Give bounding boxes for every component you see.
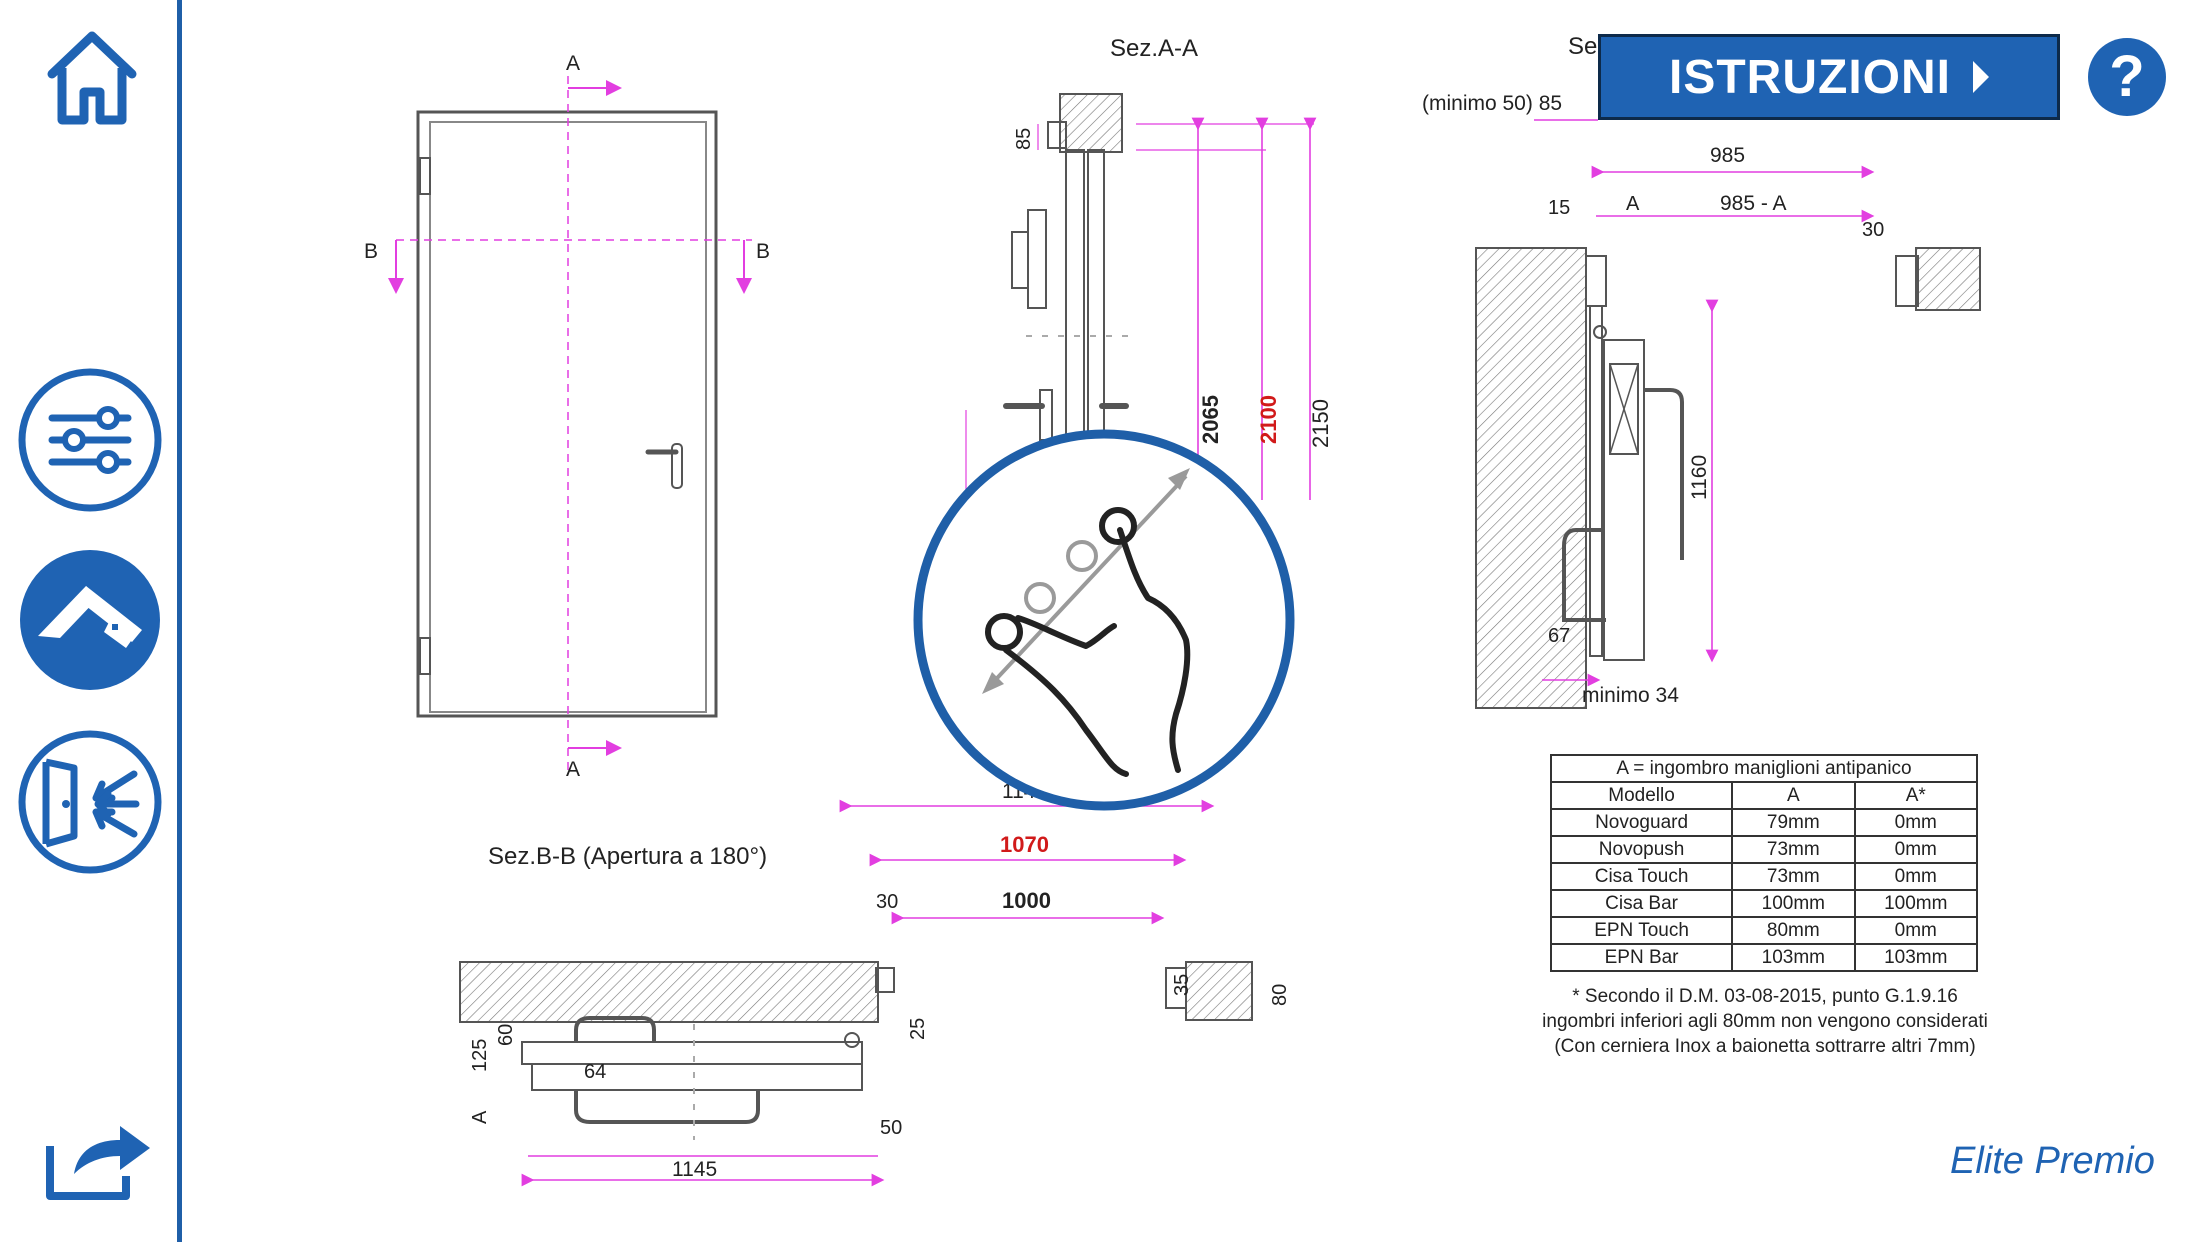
sec-bb-35: 35 bbox=[1171, 974, 1193, 996]
front-view: A A B B bbox=[364, 52, 770, 781]
share-icon[interactable] bbox=[44, 1116, 156, 1202]
table-header: A bbox=[1731, 781, 1856, 810]
front-b-left: B bbox=[364, 240, 378, 263]
pinch-zoom-icon[interactable] bbox=[913, 429, 1295, 811]
sec-top-67: 67 bbox=[1548, 625, 1570, 647]
sec-top-a: A bbox=[1626, 193, 1640, 215]
table-cell: 0mm bbox=[1853, 835, 1979, 864]
table-row: Novoguard 79mm 0mm bbox=[1549, 808, 1979, 837]
table-row: EPN Touch 80mm 0mm bbox=[1549, 916, 1979, 945]
sec-top-985: 985 bbox=[1710, 144, 1745, 167]
section-bb: Sez.B-B (Apertura a 180°) 1145 1070 1000… bbox=[459, 780, 1291, 1187]
table-cell: EPN Touch bbox=[1549, 916, 1734, 945]
sec-top-minimo50: (minimo 50) 85 bbox=[1422, 92, 1562, 115]
sec-bb-64: 64 bbox=[584, 1061, 606, 1083]
table-cell: Novoguard bbox=[1549, 808, 1734, 837]
sec-aa-2150: 2150 bbox=[1308, 399, 1333, 448]
table-cell: 100mm bbox=[1853, 889, 1979, 918]
footnote: * Secondo il D.M. 03-08-2015, punto G.1.… bbox=[1500, 984, 2030, 1059]
footnote-line: * Secondo il D.M. 03-08-2015, punto G.1.… bbox=[1572, 986, 1958, 1007]
antipanic-table: A = ingombro maniglioni antipanico Model… bbox=[1549, 754, 1979, 972]
table-cell: 0mm bbox=[1853, 808, 1979, 837]
footnote-line: (Con cerniera Inox a baionetta sottrarre… bbox=[1554, 1036, 1976, 1057]
sec-top-30: 30 bbox=[1862, 219, 1884, 241]
front-b-right: B bbox=[756, 240, 770, 263]
sec-bb-a: A bbox=[469, 1110, 491, 1124]
sec-top-15: 15 bbox=[1548, 197, 1570, 219]
table-header: A* bbox=[1853, 781, 1979, 810]
sec-aa-2065: 2065 bbox=[1198, 395, 1223, 444]
sec-aa-2100: 2100 bbox=[1256, 395, 1281, 444]
table-cell: Cisa Bar bbox=[1549, 889, 1734, 918]
front-a-bottom: A bbox=[566, 758, 580, 781]
sliders-icon[interactable] bbox=[16, 366, 164, 514]
sec-aa-title: Sez.A-A bbox=[1110, 35, 1198, 62]
table-header: Modello bbox=[1549, 781, 1734, 810]
table-row: EPN Bar 103mm 103mm bbox=[1549, 943, 1979, 972]
sec-bb-30: 30 bbox=[876, 891, 898, 913]
sec-bb-25: 25 bbox=[907, 1018, 929, 1040]
table-cell: Cisa Touch bbox=[1549, 862, 1734, 891]
section-aa: Sez.A-A 85 2065 2100 2150 bbox=[965, 35, 1333, 631]
table-row: Cisa Touch 73mm 0mm bbox=[1549, 862, 1979, 891]
sec-bb-title: Sez.B-B (Apertura a 180°) bbox=[488, 843, 767, 870]
measure-icon[interactable] bbox=[16, 546, 164, 694]
help-button[interactable]: ? bbox=[2088, 38, 2166, 116]
table-cell: 73mm bbox=[1731, 862, 1856, 891]
table-cell: 80mm bbox=[1731, 916, 1856, 945]
table-cell: 103mm bbox=[1731, 943, 1856, 972]
table-row: Novopush 73mm 0mm bbox=[1549, 835, 1979, 864]
table-cell: Novopush bbox=[1549, 835, 1734, 864]
sec-top-minimo34: minimo 34 bbox=[1582, 684, 1679, 707]
sec-bb-1070: 1070 bbox=[1000, 832, 1049, 857]
table-cell: 79mm bbox=[1731, 808, 1856, 837]
table-caption: A = ingombro maniglioni antipanico bbox=[1550, 754, 1978, 783]
istruzioni-button[interactable]: ISTRUZIONI bbox=[1598, 34, 2060, 120]
istruzioni-label: ISTRUZIONI bbox=[1669, 50, 1951, 104]
table-cell: 0mm bbox=[1853, 916, 1979, 945]
sec-top-1160: 1160 bbox=[1688, 455, 1711, 500]
sec-aa-85: 85 bbox=[1013, 128, 1035, 150]
front-a-top: A bbox=[566, 52, 580, 75]
sec-top-title: Se bbox=[1568, 33, 1597, 60]
door-arrows-icon[interactable] bbox=[16, 728, 164, 876]
sidebar bbox=[0, 0, 182, 1242]
sec-bb-50: 50 bbox=[880, 1117, 902, 1139]
brand-label: Elite Premio bbox=[1950, 1140, 2155, 1182]
section-top-right: Se (minimo 50) 85 985 15 A 985 - A 30 11… bbox=[1422, 33, 1981, 709]
table-cell: 73mm bbox=[1731, 835, 1856, 864]
home-icon[interactable] bbox=[44, 28, 140, 128]
sec-bb-1145: 1145 bbox=[672, 1158, 717, 1181]
table-cell: 100mm bbox=[1731, 889, 1856, 918]
sec-top-985a: 985 - A bbox=[1720, 192, 1787, 215]
table-cell: 103mm bbox=[1853, 943, 1979, 972]
table-cell: 0mm bbox=[1853, 862, 1979, 891]
footnote-line: ingombri inferiori agli 80mm non vengono… bbox=[1542, 1011, 1988, 1032]
table-row: Cisa Bar 100mm 100mm bbox=[1549, 889, 1979, 918]
sec-bb-1000: 1000 bbox=[1002, 888, 1051, 913]
sec-bb-60: 60 bbox=[495, 1024, 517, 1046]
table-cell: EPN Bar bbox=[1549, 943, 1734, 972]
sec-bb-125: 125 bbox=[469, 1039, 491, 1072]
sec-bb-80: 80 bbox=[1269, 984, 1291, 1006]
chevron-right-icon bbox=[1973, 61, 1989, 93]
technical-drawing: A A B B Sez.A-A 85 2065 2100 2150 Se (mi… bbox=[364, 33, 1981, 1187]
